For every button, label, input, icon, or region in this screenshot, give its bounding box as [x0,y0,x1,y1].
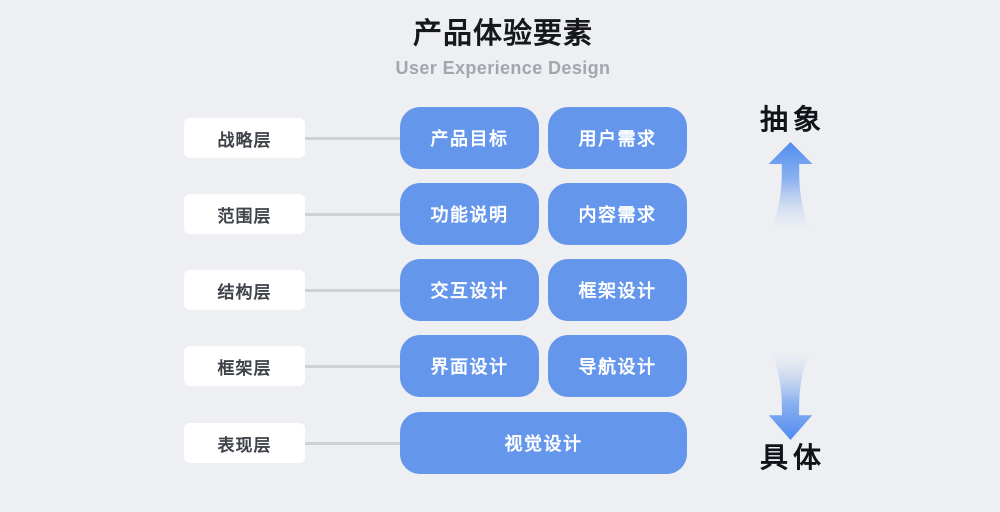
element-box-product-goals: 产品目标 [400,107,539,169]
box-area-strategy: 产品目标 用户需求 [400,107,687,169]
box-area-structure: 交互设计 框架设计 [400,259,687,321]
layer-row-scope: 范围层 功能说明 内容需求 [184,183,687,245]
layer-label-skeleton: 框架层 [184,346,305,386]
layer-label-structure: 结构层 [184,270,305,310]
element-box-visual-design: 视觉设计 [400,412,687,474]
layer-label-strategy: 战略层 [184,118,305,158]
arrow-up-icon [768,142,813,231]
connector-line [303,136,402,140]
connector-line [303,212,402,216]
layer-label-scope: 范围层 [184,194,305,234]
arrow-down-icon [768,350,813,440]
layer-label-surface: 表现层 [184,423,305,463]
diagram-header: 产品体验要素 User Experience Design [3,18,1000,79]
box-area-surface: 视觉设计 [400,412,687,474]
layer-row-surface: 表现层 视觉设计 [184,412,687,474]
element-box-interface-design: 界面设计 [400,335,539,397]
element-box-functional-specs: 功能说明 [400,183,539,245]
diagram-title: 产品体验要素 [412,18,593,50]
layer-row-skeleton: 框架层 界面设计 导航设计 [184,335,687,397]
axis-label-abstract: 抽象 [760,104,827,135]
element-box-interaction-design: 交互设计 [400,259,539,321]
layer-row-structure: 结构层 交互设计 框架设计 [184,259,687,321]
connector-line [303,288,402,292]
box-area-skeleton: 界面设计 导航设计 [400,335,687,397]
box-area-scope: 功能说明 内容需求 [400,183,687,245]
element-box-user-needs: 用户需求 [548,107,687,169]
element-box-content-requirements: 内容需求 [548,183,687,245]
axis-label-concrete: 具体 [760,442,827,473]
element-box-frame-design: 框架设计 [548,259,687,321]
element-box-navigation-design: 导航设计 [548,335,687,397]
diagram-subtitle: User Experience Design [395,57,611,78]
connector-line [303,441,402,445]
connector-line [303,364,402,368]
layer-row-strategy: 战略层 产品目标 用户需求 [184,107,687,169]
